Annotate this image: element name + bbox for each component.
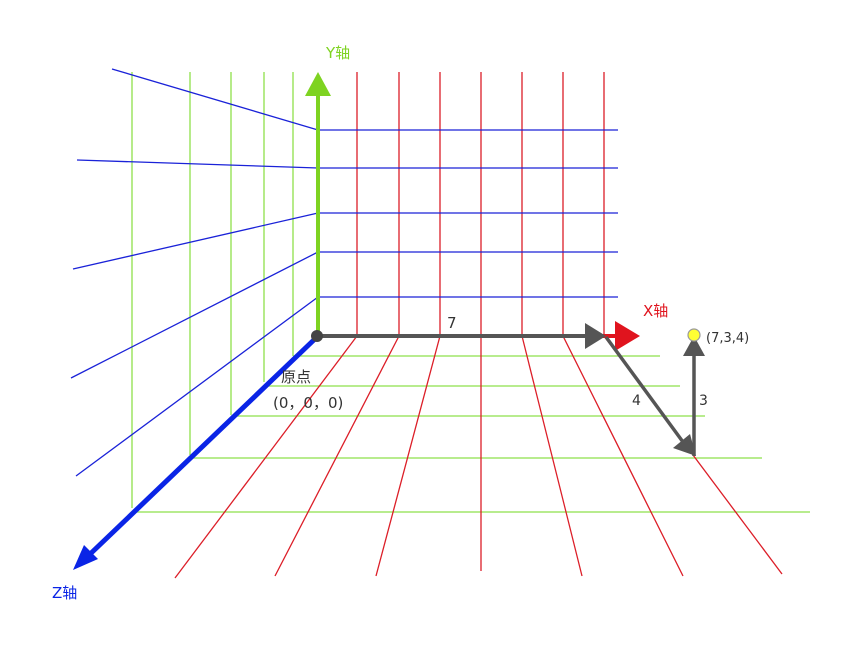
point-coords-label: (7,3,4) [706,331,749,346]
xy-wall-blue-lines [318,129,618,298]
yz-wall-blue-lines [70,68,319,477]
floor-red-lines [174,335,783,579]
z-axis [73,334,320,570]
z-distance-label: 4 [632,393,641,409]
path-y-segment [683,336,705,456]
x-axis-label: X轴 [643,302,668,320]
origin-point [311,330,323,342]
path-x-segment [318,323,606,349]
y-axis [305,72,331,336]
target-point [687,328,701,342]
yz-wall-vertical-lines [131,72,294,508]
path-z-segment [604,335,696,456]
xy-wall-red-lines [356,72,605,336]
origin-name-label: 原点 [281,368,311,386]
origin-coords-label: (0，0，0) [273,394,343,412]
z-axis-label: Z轴 [52,584,77,602]
floor-green-lines [132,355,810,513]
y-axis-label: Y轴 [325,44,350,62]
x-distance-label: 7 [447,314,457,332]
y-distance-label: 3 [699,393,708,409]
